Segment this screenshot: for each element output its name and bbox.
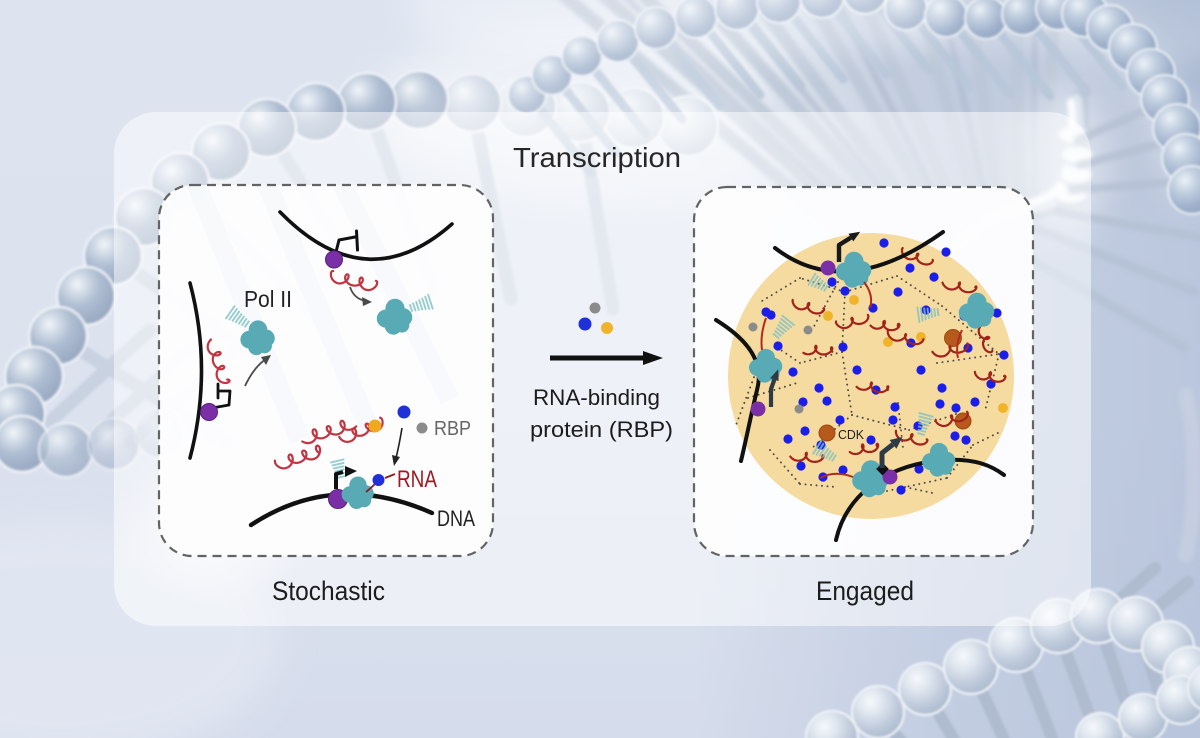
svg-text:RNA: RNA	[397, 466, 437, 493]
svg-text:RNA-binding: RNA-binding	[533, 385, 660, 410]
svg-text:Engaged: Engaged	[816, 576, 914, 606]
svg-text:protein (RBP): protein (RBP)	[530, 417, 673, 442]
svg-text:DNA: DNA	[437, 506, 475, 531]
svg-text:CDK: CDK	[838, 427, 864, 442]
svg-text:Transcription: Transcription	[513, 142, 681, 173]
svg-text:Stochastic: Stochastic	[272, 576, 385, 606]
svg-text:RBP: RBP	[434, 418, 471, 440]
svg-text:Pol II: Pol II	[244, 286, 292, 312]
